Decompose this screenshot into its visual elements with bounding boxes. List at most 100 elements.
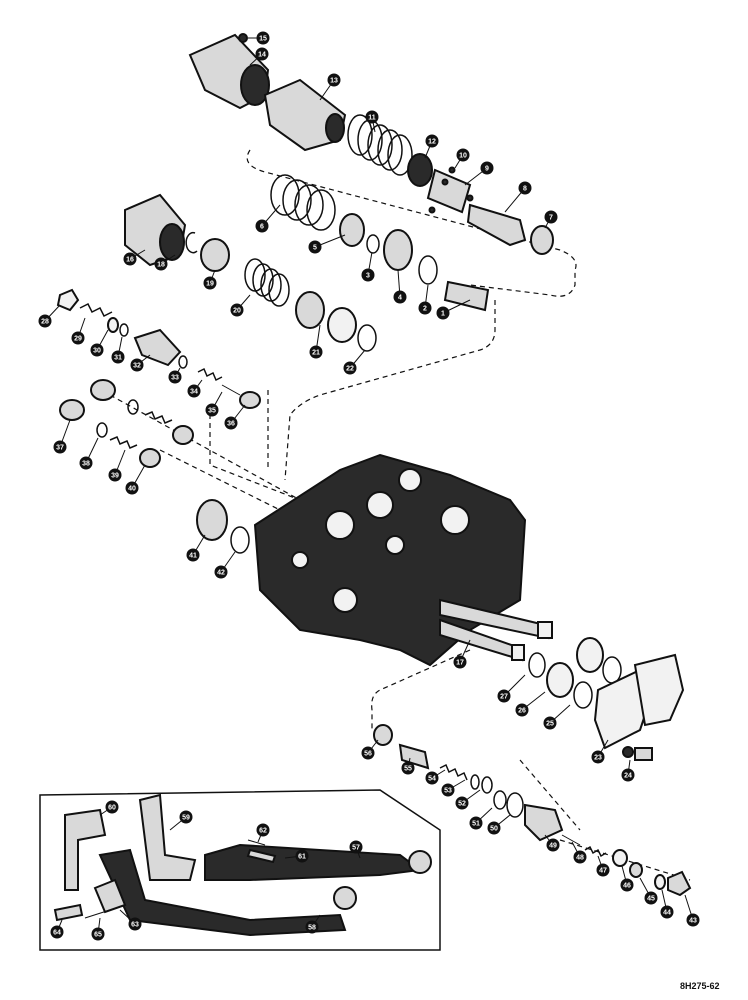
part-8-plunger bbox=[466, 203, 527, 247]
part-5-collar bbox=[339, 213, 365, 247]
callout-number: 33 bbox=[171, 375, 179, 382]
callout-8: 8 bbox=[518, 181, 532, 195]
callout-number: 60 bbox=[108, 805, 116, 812]
callout-33: 33 bbox=[168, 370, 182, 384]
part-1-fitting bbox=[443, 280, 490, 312]
callout-number: 57 bbox=[352, 845, 360, 852]
part-51-ring bbox=[493, 790, 507, 810]
part-23b-plate bbox=[633, 653, 685, 727]
callout-64: 64 bbox=[50, 925, 64, 939]
callout-number: 46 bbox=[623, 883, 631, 890]
callout-number: 50 bbox=[490, 826, 498, 833]
callout-number: 16 bbox=[126, 257, 134, 264]
callout-43: 43 bbox=[686, 913, 700, 927]
callout-number: 37 bbox=[56, 445, 64, 452]
part-28-nut bbox=[56, 288, 80, 312]
part-58-knob bbox=[333, 886, 357, 910]
callout-number: 29 bbox=[74, 336, 82, 343]
part-37-plug bbox=[59, 399, 85, 421]
part-10-balls bbox=[428, 166, 474, 214]
callout-number: 40 bbox=[128, 486, 136, 493]
callout-number: 35 bbox=[208, 408, 216, 415]
callout-7: 7 bbox=[544, 210, 558, 224]
callout-number: 11 bbox=[368, 115, 376, 122]
part-57-knob bbox=[408, 850, 432, 874]
callout-number: 48 bbox=[576, 855, 584, 862]
part-33-ring bbox=[178, 355, 188, 369]
callout-number: 39 bbox=[111, 473, 119, 480]
callout-number: 18 bbox=[157, 262, 165, 269]
callout-6: 6 bbox=[255, 219, 269, 233]
part-14-cap bbox=[188, 33, 270, 110]
drawing-code: 8H275-62 bbox=[680, 981, 720, 991]
callout-number: 24 bbox=[624, 773, 632, 780]
part-42-oring bbox=[230, 526, 250, 554]
callout-number: 2 bbox=[423, 306, 427, 313]
callout-number: 5 bbox=[313, 245, 317, 252]
part-34-spring bbox=[197, 367, 223, 382]
part-27-oring bbox=[528, 652, 546, 678]
part-46-washer bbox=[612, 849, 628, 867]
part-11-spring bbox=[347, 114, 413, 176]
part-6-spring bbox=[270, 174, 336, 231]
part-59-bracket bbox=[138, 793, 197, 881]
part-2-oring bbox=[418, 255, 438, 285]
callout-60: 60 bbox=[105, 800, 119, 814]
part-15-screw bbox=[238, 33, 248, 43]
valve-body bbox=[253, 453, 527, 667]
part-38b-ring bbox=[127, 399, 139, 415]
part-30-washer bbox=[107, 317, 119, 333]
callouts: 1234567891011121314151617181920212223242… bbox=[38, 31, 700, 941]
callout-number: 3 bbox=[366, 273, 370, 280]
part-25b-seal bbox=[576, 637, 604, 673]
assembly-guide-left bbox=[109, 394, 301, 521]
part-38-ring bbox=[96, 422, 108, 438]
callout-number: 19 bbox=[206, 281, 214, 288]
callout-number: 44 bbox=[663, 910, 671, 917]
callout-15: 15 bbox=[256, 31, 270, 45]
callout-3: 3 bbox=[361, 268, 375, 282]
callout-44: 44 bbox=[660, 905, 674, 919]
part-57-lever bbox=[204, 843, 423, 881]
callout-38: 38 bbox=[79, 456, 93, 470]
callout-13: 13 bbox=[327, 73, 341, 87]
part-55-plunger bbox=[398, 743, 430, 770]
part-61-pin bbox=[246, 848, 277, 864]
part-35-pin bbox=[221, 384, 241, 396]
callout-number: 43 bbox=[689, 918, 697, 925]
callout-46: 46 bbox=[620, 878, 634, 892]
callout-12: 12 bbox=[425, 134, 439, 148]
part-62-pin bbox=[247, 839, 266, 846]
callout-number: 30 bbox=[93, 348, 101, 355]
callout-11: 11 bbox=[365, 110, 379, 124]
callout-2: 2 bbox=[418, 301, 432, 315]
callout-number: 55 bbox=[404, 766, 412, 773]
part-7-nut bbox=[530, 225, 554, 255]
callout-number: 41 bbox=[189, 553, 197, 560]
callout-37: 37 bbox=[53, 440, 67, 454]
callout-number: 10 bbox=[459, 153, 467, 160]
callout-28: 28 bbox=[38, 314, 52, 328]
part-3-ring bbox=[366, 234, 380, 254]
part-45-nut bbox=[629, 862, 643, 878]
part-12-collar bbox=[407, 153, 433, 187]
part-44-washer bbox=[654, 874, 666, 890]
part-65-pin bbox=[84, 909, 111, 919]
callout-14: 14 bbox=[255, 47, 269, 61]
callout-number: 56 bbox=[364, 751, 372, 758]
callout-65: 65 bbox=[91, 927, 105, 941]
callout-number: 21 bbox=[312, 350, 320, 357]
callout-number: 65 bbox=[94, 932, 102, 939]
callout-50: 50 bbox=[487, 821, 501, 835]
callout-number: 14 bbox=[258, 52, 266, 59]
callout-number: 52 bbox=[458, 801, 466, 808]
callout-48: 48 bbox=[573, 850, 587, 864]
callout-52: 52 bbox=[455, 796, 469, 810]
part-36-check bbox=[239, 391, 261, 409]
callout-24: 24 bbox=[621, 768, 635, 782]
callout-54: 54 bbox=[425, 771, 439, 785]
callout-number: 64 bbox=[53, 930, 61, 937]
callout-number: 31 bbox=[114, 355, 122, 362]
part-16-cap bbox=[124, 193, 187, 267]
